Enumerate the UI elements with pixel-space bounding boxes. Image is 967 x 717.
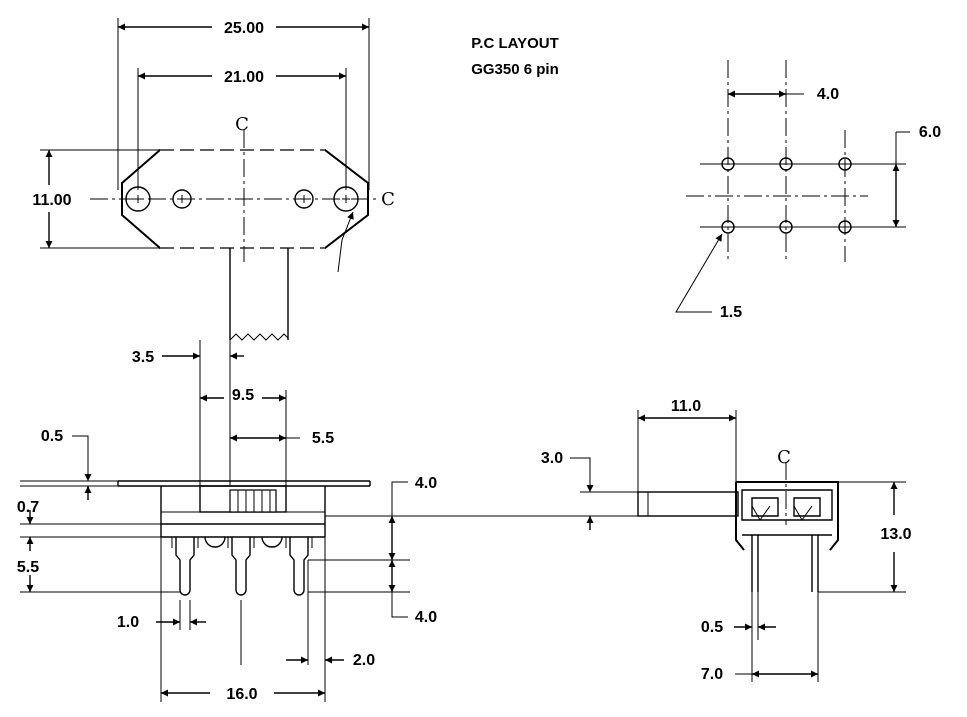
dim-total-height: 13.0 (880, 526, 911, 543)
dim-pin-pitch: 2.0 (353, 652, 375, 669)
top-view: 25.00 21.00 11.00 C C (32, 18, 395, 341)
dim-actuator-width: 5.5 (312, 430, 334, 447)
dim-height: 11.00 (32, 192, 71, 209)
dim-pitch-x: 4.0 (817, 86, 839, 103)
dim-actuator-length: 11.0 (671, 398, 701, 415)
dim-pin-width: 1.0 (117, 614, 139, 631)
front-view: 3.5 9.5 5.5 0.5 0.7 5.5 1.0 2.0 (17, 340, 437, 703)
drawing-subtitle: GG350 6 pin (471, 61, 559, 78)
drawing-title: P.C LAYOUT (471, 35, 559, 52)
centerline-mark-top: C (235, 114, 249, 135)
dim-body-height: 5.5 (17, 559, 39, 576)
dim-pin-span: 16.0 (226, 686, 257, 703)
side-view: 11.0 3.0 C 13.0 0.5 7.0 (410, 398, 912, 683)
centerline-mark-right: C (381, 189, 395, 210)
dim-terminal-len-b: 4.0 (415, 609, 437, 626)
dim-plate-thickness: 0.5 (41, 428, 63, 445)
dim-pin-row-spacing: 7.0 (701, 666, 723, 683)
dim-terminal-len-a: 4.0 (415, 475, 437, 492)
dim-pitch-y: 6.0 (919, 124, 941, 141)
dim-actuator-offset: 3.5 (132, 349, 154, 366)
dim-actuator-height: 3.0 (541, 450, 563, 467)
dim-hole-dia: 1.5 (720, 304, 742, 321)
dim-hole-span: 21.00 (224, 69, 264, 86)
centerline-mark-side: C (777, 447, 791, 468)
dim-overall-width: 25.00 (224, 20, 264, 37)
pcb-layout: 4.0 6.0 1.5 (675, 60, 941, 321)
dim-plate-gap: 0.7 (17, 499, 39, 516)
dim-actuator-travel: 9.5 (232, 387, 254, 404)
dim-pin-thickness: 0.5 (701, 619, 723, 636)
